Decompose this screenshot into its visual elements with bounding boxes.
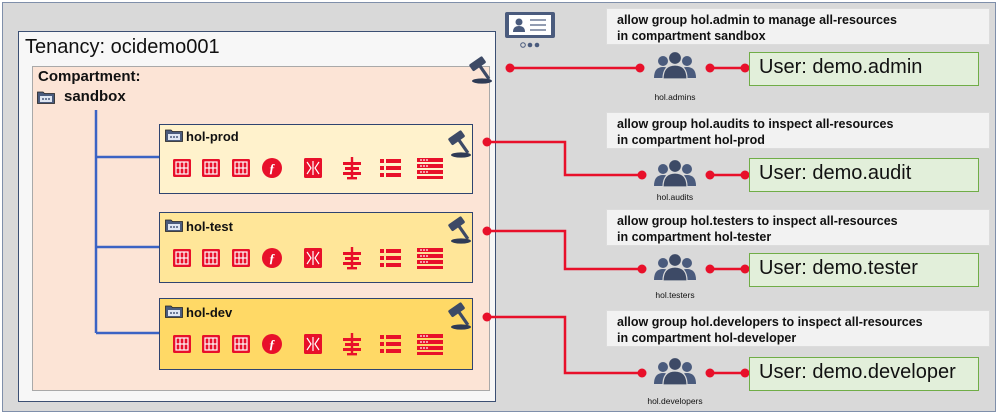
folder-icon xyxy=(165,219,183,232)
compartment-tree xyxy=(94,110,159,335)
compute-icon xyxy=(172,334,192,354)
subcompartment-name: hol-prod xyxy=(186,129,239,144)
folder-icon xyxy=(165,129,183,142)
policy-line: in compartment sandbox xyxy=(617,29,766,43)
compute-icon xyxy=(172,248,192,268)
gavel-icon xyxy=(468,55,492,84)
policy-statement: allow group hol.audits to inspect all-re… xyxy=(606,112,990,149)
compute-icon xyxy=(231,158,251,178)
policy-statement: allow group hol.testers to inspect all-r… xyxy=(606,209,990,246)
folder-icon xyxy=(37,91,55,104)
policy-line: allow group hol.testers to inspect all-r… xyxy=(617,214,898,228)
policy-line: in compartment hol-developer xyxy=(617,331,797,345)
gavel-icon xyxy=(447,301,471,330)
gavel-icon xyxy=(447,215,471,244)
user-group-icon xyxy=(653,158,697,188)
group-label: hol.developers xyxy=(647,396,703,406)
compute-icon xyxy=(172,158,192,178)
database-icon xyxy=(380,335,401,353)
compute-icon xyxy=(201,248,221,268)
group-label: hol.testers xyxy=(655,290,695,300)
user-group-icon xyxy=(653,50,697,80)
firewall-icon xyxy=(343,157,361,180)
compute-icon xyxy=(201,158,221,178)
console-icon xyxy=(505,12,555,48)
database-icon xyxy=(380,159,401,177)
policy-line: allow group hol.admin to manage all-reso… xyxy=(617,13,897,27)
policy-statement: allow group hol.developers to inspect al… xyxy=(606,310,990,347)
subcompartment-hol-test xyxy=(159,212,473,283)
tenancy-title: Tenancy: ocidemo001 xyxy=(25,36,220,58)
storage-icon xyxy=(417,334,443,355)
policy-statement: allow group hol.admin to manage all-reso… xyxy=(606,8,990,45)
policy-connectors xyxy=(487,66,745,375)
compartment-label: Compartment: xyxy=(38,68,141,85)
policy-line: allow group hol.audits to inspect all-re… xyxy=(617,117,894,131)
storage-icon xyxy=(417,248,443,269)
user-group-icon xyxy=(653,252,697,282)
user-box: User: demo.tester xyxy=(749,253,979,287)
user-box: User: demo.admin xyxy=(749,52,979,86)
policy-line: in compartment hol-prod xyxy=(617,133,765,147)
firewall-icon xyxy=(343,333,361,356)
folder-icon xyxy=(165,305,183,318)
compute-icon xyxy=(231,334,251,354)
storage-icon xyxy=(417,158,443,179)
group-label: hol.admins xyxy=(654,92,696,102)
user-group-icon xyxy=(653,356,697,386)
functions-icon xyxy=(262,248,282,268)
load-balancer-icon xyxy=(303,247,323,269)
subcompartment-name: hol-dev xyxy=(186,305,233,320)
subcompartment-name: hol-test xyxy=(186,219,233,234)
load-balancer-icon xyxy=(303,157,323,179)
compute-icon xyxy=(201,334,221,354)
policy-line: in compartment hol-tester xyxy=(617,230,772,244)
group-label: hol.audits xyxy=(656,192,694,202)
functions-icon xyxy=(262,158,282,178)
database-icon xyxy=(380,249,401,267)
load-balancer-icon xyxy=(303,333,323,355)
firewall-icon xyxy=(343,247,361,270)
compute-icon xyxy=(231,248,251,268)
gavel-icon xyxy=(447,129,471,158)
policy-line: allow group hol.developers to inspect al… xyxy=(617,315,923,329)
user-box: User: demo.developer xyxy=(749,357,979,391)
compartment-name: sandbox xyxy=(64,88,126,105)
functions-icon xyxy=(262,334,282,354)
user-box: User: demo.audit xyxy=(749,158,979,192)
service-icon-rows xyxy=(172,157,443,356)
connector-dots xyxy=(482,63,750,378)
